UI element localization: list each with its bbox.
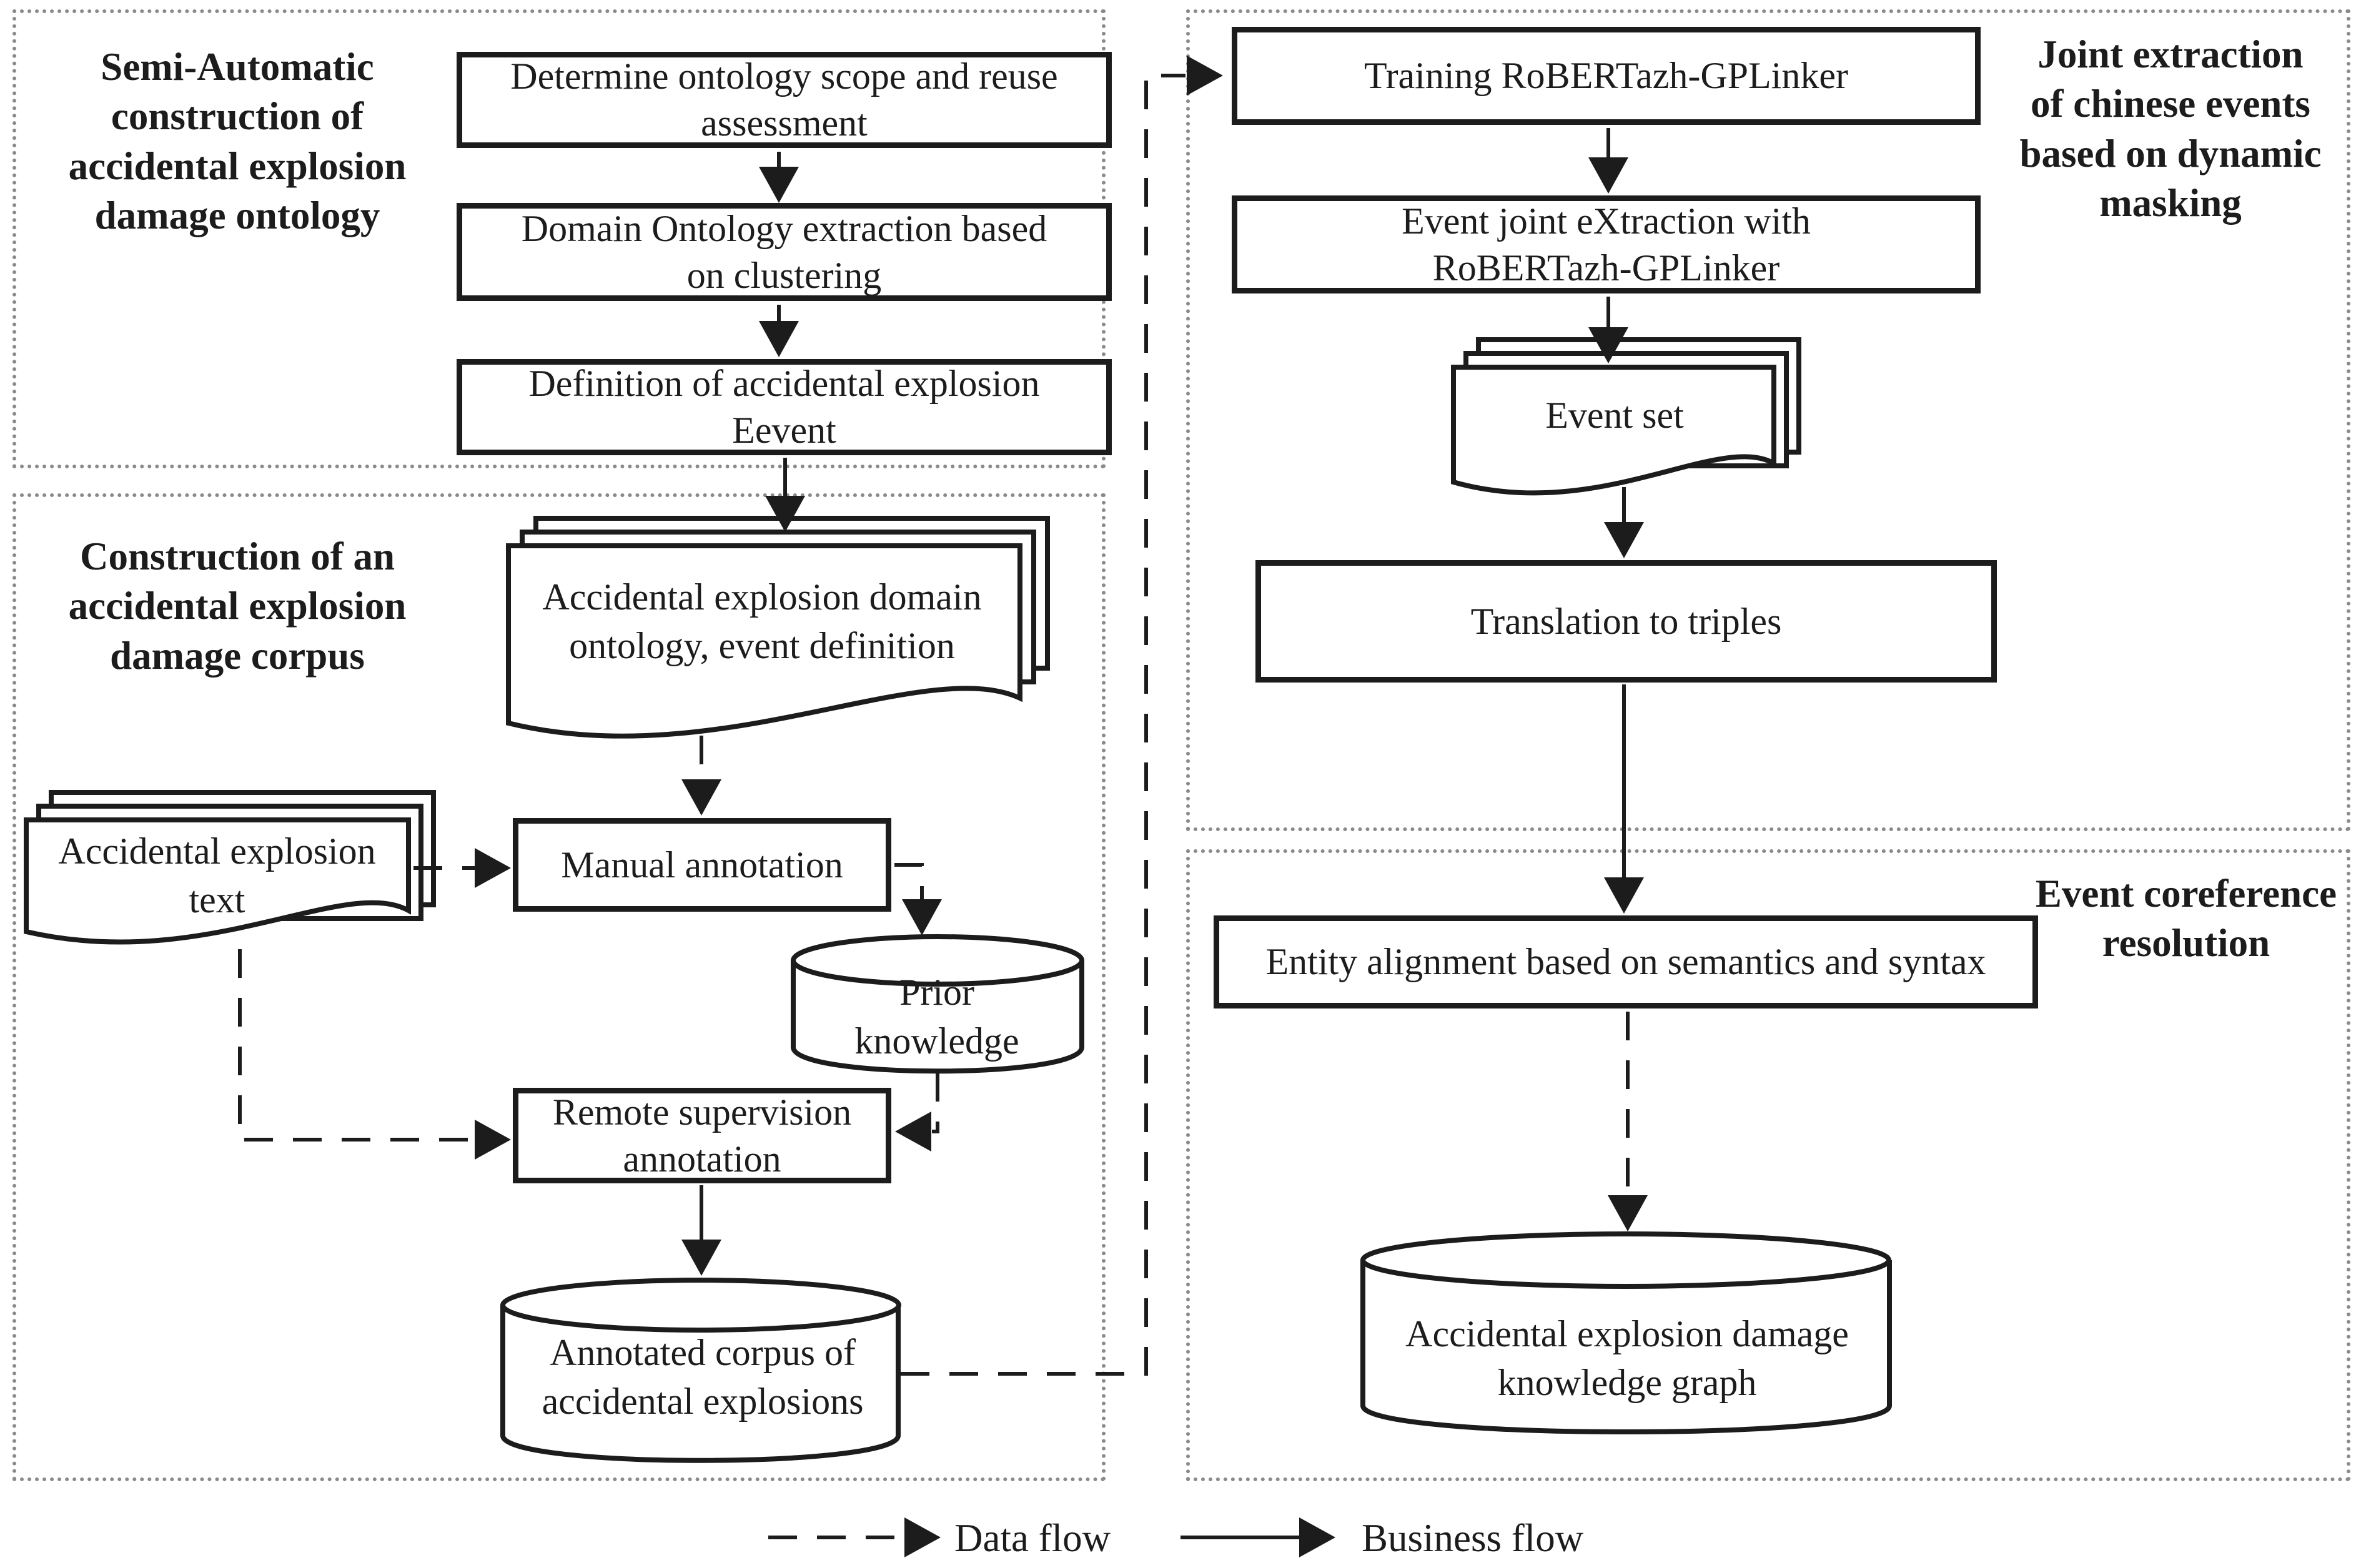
arrow-training-to-event-joint [1588,128,1628,194]
box-remote-supervision: Remote supervision annotation [513,1088,891,1183]
dashed-text-doc-to-manual [413,848,511,888]
panel-title-coreference: Event coreference resolution [2035,872,2337,965]
document-explosion-text [24,790,436,945]
arrow-domain-to-definition [759,305,799,357]
legend-business-flow-label: Business flow [1362,1516,1584,1560]
legend-data-flow-label: Data flow [954,1516,1111,1560]
arrow-event-set-to-translation [1604,487,1644,558]
panel-joint-extraction [1186,9,2350,831]
box-translation-to-triples: Translation to triples [1255,560,1997,683]
datastore-annotated-corpus-label: Annotated corpus of accidental explosion… [542,1332,864,1422]
arrow-definition-to-ontology-doc [765,458,805,532]
panel-title-ontology: Semi-Automatic construction of accidenta… [68,45,407,238]
box-determine-scope: Determine ontology scope and reuse asses… [457,52,1112,148]
arrow-determine-to-domain [759,152,799,203]
box-entity-alignment: Entity alignment based on semantics and … [1214,915,2038,1008]
datastore-prior-knowledge-label: Prior knowledge [854,972,1019,1062]
box-event-joint-extraction: Event joint eXtraction with RoBERTazh-GP… [1232,195,1981,293]
dashed-entity-alignment-to-knowledge-graph [1608,1012,1648,1231]
legend-data-flow-arrow [768,1517,941,1557]
arrow-remote-to-annotated-corpus [681,1185,721,1276]
panel-corpus-construction [12,493,1106,1481]
document-domain-ontology [506,516,1050,739]
panel-coreference-resolution [1186,849,2350,1481]
arrow-event-joint-to-event-set [1588,297,1628,363]
dashed-annotated-corpus-to-training [901,56,1223,1376]
dashed-text-doc-to-remote [238,949,511,1160]
document-explosion-text-label: Accidental explosion text [58,831,376,920]
box-manual-annotation: Manual annotation [513,818,891,912]
datastore-knowledge-graph-label: Accidental explosion damage knowledge gr… [1405,1313,1849,1403]
dashed-ontology-doc-to-manual [681,736,721,816]
arrow-translation-to-entity-alignment [1604,684,1644,914]
document-event-set [1451,337,1801,496]
panel-title-corpus: Construction of an accidental explosion … [68,535,407,678]
box-training-gplinker: Training RoBERTazh-GPLinker [1232,27,1981,125]
dashed-manual-to-prior-knowledge [894,863,942,935]
box-event-definition: Definition of accidental explosion Eeven… [457,359,1112,455]
datastore-annotated-corpus [500,1278,901,1463]
dashed-prior-knowledge-to-remote [895,1073,939,1151]
panel-title-joint-extraction: Joint extraction of chinese events based… [2019,32,2322,225]
datastore-prior-knowledge [791,934,1084,1074]
document-domain-ontology-label: Accidental explosion domain ontology, ev… [542,576,982,666]
legend-business-flow-arrow [1180,1517,1335,1557]
document-event-set-label: Event set [1545,395,1684,436]
datastore-knowledge-graph [1360,1231,1892,1434]
box-domain-ontology-extraction: Domain Ontology extraction based on clus… [457,203,1112,301]
